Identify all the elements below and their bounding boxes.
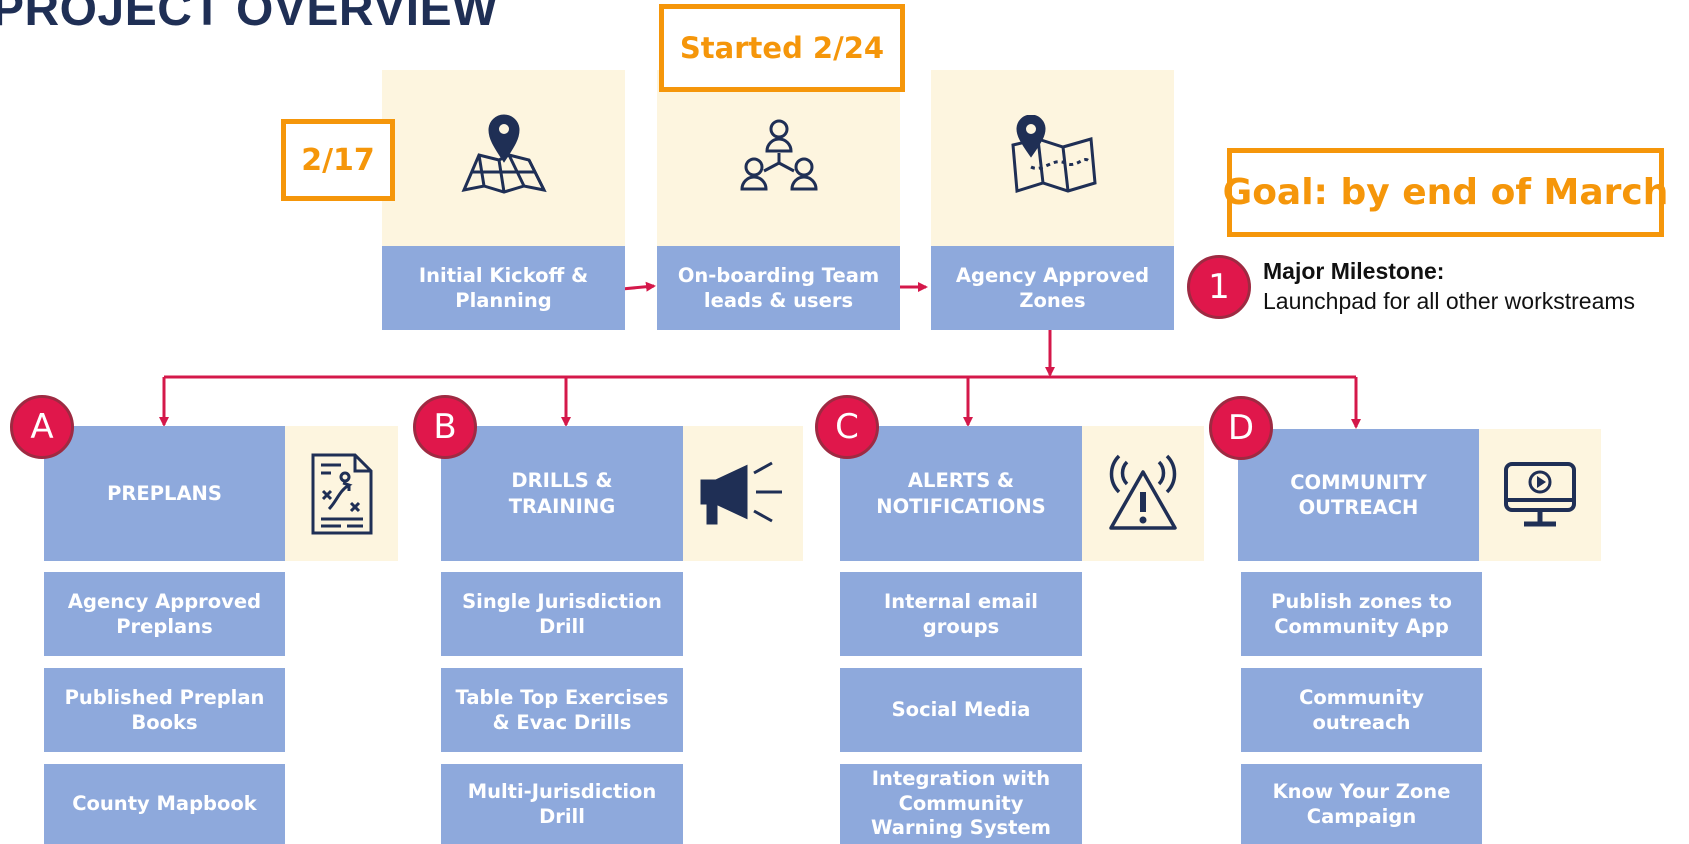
team-network-icon xyxy=(657,110,900,200)
zones-icon-panel xyxy=(931,70,1174,246)
milestone-heading: Major Milestone: xyxy=(1263,258,1445,284)
step-initial-kickoff: Initial Kickoff & Planning xyxy=(382,246,625,330)
workstream-d-badge: D xyxy=(1209,396,1273,460)
page-title: PROJECT OVERVIEW xyxy=(0,0,498,36)
step-agency-approved-zones: Agency Approved Zones xyxy=(931,246,1174,330)
milestone-text: Launchpad for all other workstreams xyxy=(1263,287,1636,314)
milestone-badge: 1 xyxy=(1187,255,1251,319)
workstream-d-header: COMMUNITY OUTREACH xyxy=(1238,429,1479,561)
workstream-a-header: PREPLANS xyxy=(44,426,285,561)
workstream-c-item-3: Integration with Community Warning Syste… xyxy=(840,764,1082,844)
goal-callout: Goal: by end of March xyxy=(1223,148,1668,237)
workstream-a-item-2: Published Preplan Books xyxy=(44,668,285,752)
workstream-d-item-3: Know Your Zone Campaign xyxy=(1241,764,1482,844)
strategy-document-icon xyxy=(285,426,398,561)
workstream-c-item-1: Internal email groups xyxy=(840,572,1082,656)
onboarding-start-callout: Started 2/24 xyxy=(659,4,905,92)
workstream-b-item-2: Table Top Exercises & Evac Drills xyxy=(441,668,683,752)
workstream-d-item-1: Publish zones to Community App xyxy=(1241,572,1482,656)
workstream-b-header: DRILLS & TRAINING xyxy=(441,426,683,561)
workstream-b-item-3: Multi-Jurisdiction Drill xyxy=(441,764,683,844)
workstream-c-item-2: Social Media xyxy=(840,668,1082,752)
workstream-d-icon-panel xyxy=(1479,429,1601,561)
folded-map-route-icon xyxy=(931,110,1174,200)
map-pin-icon xyxy=(382,105,625,205)
kickoff-date-callout: 2/17 xyxy=(281,119,395,201)
workstream-c-header: ALERTS & NOTIFICATIONS xyxy=(840,426,1082,561)
workstream-a-item-3: County Mapbook xyxy=(44,764,285,844)
workstream-a-icon-panel xyxy=(285,426,398,561)
megaphone-icon xyxy=(683,426,803,561)
step-onboarding: On-boarding Team leads & users xyxy=(657,246,900,330)
warning-broadcast-icon xyxy=(1082,426,1204,561)
workstream-a-item-1: Agency Approved Preplans xyxy=(44,572,285,656)
workstream-b-badge: B xyxy=(413,395,477,459)
video-monitor-icon xyxy=(1479,429,1601,561)
milestone-note: Major Milestone: Launchpad for all other… xyxy=(1263,257,1635,317)
workstream-d-item-2: Community outreach xyxy=(1241,668,1482,752)
workstream-c-badge: C xyxy=(815,395,879,459)
workstream-a-badge: A xyxy=(10,395,74,459)
arrow-kickoff-to-onboarding xyxy=(621,281,656,292)
workstream-b-item-1: Single Jurisdiction Drill xyxy=(441,572,683,656)
